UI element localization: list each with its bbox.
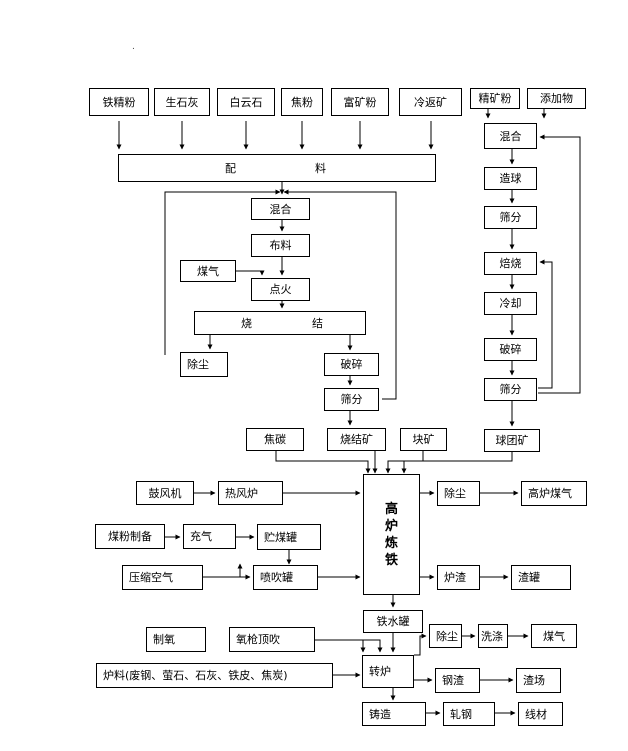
sinter-crushing: 破碎 [324, 353, 379, 376]
oxygen-plant: 制氧 [146, 627, 206, 652]
input-rich-ore: 富矿粉 [331, 88, 389, 116]
ignition: 点火 [251, 278, 310, 301]
slag-pot: 渣罐 [511, 565, 571, 590]
bf-char-2: 炉 [384, 518, 398, 534]
pellet-cooling: 冷却 [484, 292, 537, 315]
sinter-laying: 布料 [251, 234, 310, 257]
coal-tank: 贮煤罐 [257, 524, 321, 550]
sintering-bar: 烧 结 [194, 311, 366, 335]
converter-dedust: 除尘 [429, 624, 462, 648]
bf-gas: 高炉煤气 [521, 481, 587, 506]
converter-gas: 煤气 [531, 624, 577, 648]
hot-metal-pot: 铁水罐 [363, 610, 423, 633]
coal-preparation: 煤粉制备 [95, 524, 165, 549]
input-quicklime: 生石灰 [154, 88, 210, 116]
hot-stove: 热风炉 [218, 481, 283, 505]
compressed-air: 压缩空气 [122, 565, 203, 590]
bf-dedust: 除尘 [437, 481, 480, 506]
injection-tank: 喷吹罐 [253, 565, 318, 590]
coke: 焦碳 [246, 428, 304, 451]
input-fine-ore: 精矿粉 [470, 88, 520, 109]
sinter-dedust: 除尘 [180, 352, 228, 377]
batching-bar: 配 料 [118, 154, 436, 182]
blast-furnace: 高 炉 炼 铁 [363, 474, 420, 595]
rolling: 轧钢 [443, 702, 495, 726]
pellet-screening-1: 筛分 [484, 206, 537, 229]
pellet-roasting: 焙烧 [484, 252, 537, 275]
input-dolomite: 白云石 [217, 88, 275, 116]
bf-char-3: 炼 [384, 535, 398, 551]
steel-slag: 钢渣 [435, 668, 480, 693]
casting: 铸造 [362, 702, 426, 726]
wire-rod: 线材 [518, 702, 563, 726]
converter: 转炉 [362, 655, 414, 688]
pellet-mixing: 混合 [484, 123, 537, 149]
oxygen-lance: 氧枪顶吹 [229, 627, 315, 652]
slag-yard: 渣场 [516, 668, 561, 693]
bf-char-4: 铁 [384, 552, 398, 568]
pellet-ore: 球团矿 [484, 429, 540, 452]
batching-label-2: 料 [315, 161, 326, 175]
sintering-label-2: 结 [312, 316, 323, 330]
input-cold-return: 冷返矿 [399, 88, 462, 116]
input-iron-concentrate: 铁精粉 [89, 88, 149, 116]
batching-label-1: 配 [225, 161, 236, 175]
sinter-mixing: 混合 [251, 198, 310, 220]
pellet-screening-2: 筛分 [484, 378, 537, 401]
blower: 鼓风机 [136, 481, 194, 505]
flow-connectors [116, 109, 581, 716]
bf-slag: 炉渣 [437, 565, 480, 590]
charge-gas: 充气 [183, 524, 236, 549]
gas-input: 煤气 [180, 260, 236, 282]
pellet-crushing: 破碎 [484, 338, 537, 361]
input-coke-breeze: 焦粉 [281, 88, 323, 116]
converter-charge: 炉料(废钢、萤石、石灰、铁皮、焦炭) [96, 663, 333, 688]
input-additives: 添加物 [527, 88, 586, 109]
sinter-ore: 烧结矿 [327, 428, 386, 451]
pellet-balling: 造球 [484, 167, 537, 190]
sinter-screening: 筛分 [324, 388, 379, 411]
bf-char-1: 高 [384, 501, 398, 517]
stray-dot: . [132, 42, 135, 52]
sintering-label-1: 烧 [241, 316, 252, 330]
lump-ore: 块矿 [400, 428, 447, 451]
washing: 洗涤 [478, 624, 508, 648]
